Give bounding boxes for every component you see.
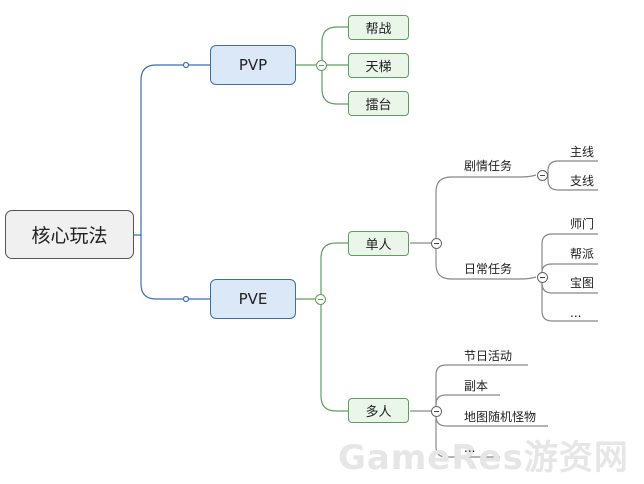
pvp-node[interactable]: PVP xyxy=(210,45,296,85)
pve-collapse-icon[interactable] xyxy=(315,294,326,305)
pvp-child-bangzhan[interactable]: 帮战 xyxy=(348,15,409,40)
single-collapse-icon[interactable] xyxy=(431,238,442,249)
plot-child-main[interactable]: 主线 xyxy=(570,145,595,159)
edge-single-plot xyxy=(435,174,537,243)
multi-child-dungeon[interactable]: 副本 xyxy=(464,379,489,393)
root-node[interactable]: 核心玩法 xyxy=(5,210,134,259)
multi-child-more[interactable]: ... xyxy=(464,441,476,455)
edge-pvp-leitai xyxy=(321,65,348,105)
daily-child-bangpai[interactable]: 帮派 xyxy=(570,247,595,261)
pve-child-single[interactable]: 单人 xyxy=(348,231,409,256)
pve-node[interactable]: PVE xyxy=(210,279,296,319)
edge-single-daily xyxy=(435,243,537,280)
daily-child-more[interactable]: ... xyxy=(570,306,582,320)
edge-root-pvp xyxy=(134,64,210,236)
daily-collapse-icon[interactable] xyxy=(537,272,548,283)
plot-child-side[interactable]: 支线 xyxy=(570,174,595,188)
multi-collapse-icon[interactable] xyxy=(431,406,442,417)
plot-collapse-icon[interactable] xyxy=(537,170,548,181)
pvp-child-leitai[interactable]: 擂台 xyxy=(348,91,409,116)
pvp-child-tianti[interactable]: 天梯 xyxy=(348,53,409,78)
edge-pve-multi xyxy=(320,299,348,412)
edge-root-pve xyxy=(140,235,210,300)
edge-pve-single xyxy=(320,242,348,299)
daily-task-node[interactable]: 日常任务 xyxy=(464,262,513,276)
edge-pvp-bangzhan xyxy=(321,26,348,65)
multi-child-random-monster[interactable]: 地图随机怪物 xyxy=(464,410,537,424)
pve-child-multi[interactable]: 多人 xyxy=(348,398,409,423)
daily-child-baotu[interactable]: 宝图 xyxy=(570,276,595,290)
multi-child-festival[interactable]: 节日活动 xyxy=(464,349,513,363)
watermark: GameRes游资网 xyxy=(338,438,629,478)
pvp-collapse-icon[interactable] xyxy=(316,60,327,71)
daily-child-shimen[interactable]: 师门 xyxy=(570,217,595,231)
plot-task-node[interactable]: 剧情任务 xyxy=(464,159,513,173)
